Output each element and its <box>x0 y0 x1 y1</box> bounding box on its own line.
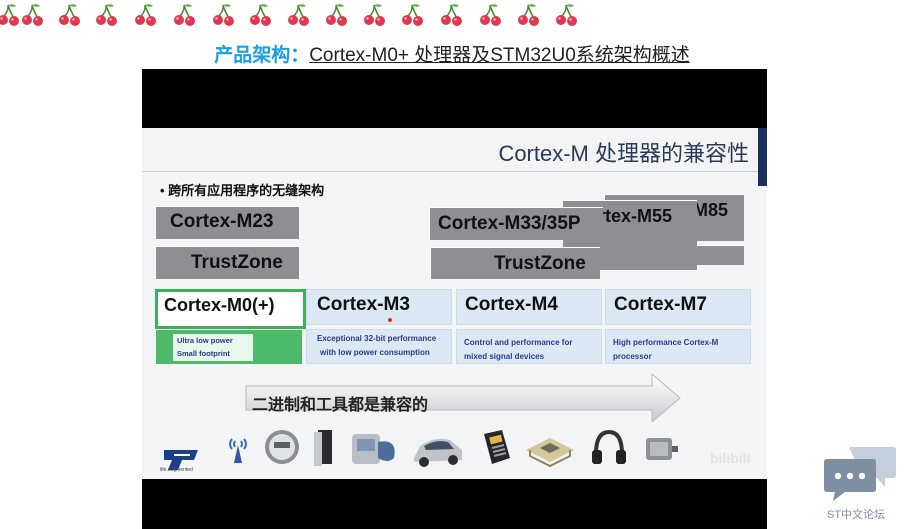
cherry-icon <box>22 4 43 26</box>
meter-icon <box>265 430 299 464</box>
core-desc-m7-line1: High performance Cortex-M <box>613 338 719 347</box>
title-prefix: 产品架构： <box>214 45 310 66</box>
core-box-m0: Cortex-M0(+) <box>155 289 306 329</box>
wireless-icon <box>229 438 247 463</box>
forum-label[interactable]: ST中文论坛 <box>827 509 886 521</box>
m33-box: Cortex-M33/35P <box>429 207 603 240</box>
core-desc-m0-label: Ultra low power Small footprint <box>173 334 253 361</box>
cherry-icon <box>402 4 423 26</box>
core-desc-m0-line2: Small footprint <box>177 349 230 358</box>
core-desc-m3-line1: Exceptional 32-bit performance <box>317 334 437 343</box>
cherry-icon <box>250 4 271 26</box>
video-player[interactable]: Cortex-M 处理器的兼容性 • 跨所有应用程序的无缝架构 Cortex-M… <box>142 69 767 529</box>
core-desc-m4-text: Control and performance for mixed signal … <box>464 336 572 364</box>
car-icon <box>414 438 462 467</box>
motor-icon <box>646 438 678 460</box>
cherry-icon <box>174 4 195 26</box>
core-desc-m3: Exceptional 32-bit performance with low p… <box>306 329 452 364</box>
payment-terminal-icon <box>484 430 510 464</box>
cherry-icon <box>556 4 577 26</box>
pc-tower-icon <box>314 430 332 466</box>
trustzone-left-label: TrustZone <box>191 252 283 273</box>
cherry-icon <box>326 4 347 26</box>
cherry-icon <box>59 4 80 26</box>
core-desc-m0-line1: Ultra low power <box>177 336 233 345</box>
m55-label: rtex-M55 <box>598 206 673 226</box>
chat-bubbles-icon[interactable] <box>823 445 897 503</box>
cherry-icon <box>518 4 539 26</box>
cherry-icon <box>0 4 19 26</box>
core-name-m0: Cortex-M0(+) <box>164 295 275 315</box>
pointer-dot <box>388 318 392 322</box>
core-desc-m0: Ultra low power Small footprint <box>156 330 302 364</box>
slide-title-divider <box>142 171 758 172</box>
core-name-m3: Cortex-M3 <box>317 294 410 315</box>
cherry-icon <box>480 4 501 26</box>
slide-title-accent-bar <box>758 128 767 186</box>
arrow-label: 二进制和工具都是兼容的 <box>252 397 429 414</box>
m85-label: M85 <box>693 200 729 220</box>
core-box-m7: Cortex-M7 <box>605 289 751 325</box>
core-box-m4: Cortex-M4 <box>456 289 602 325</box>
m33-label: Cortex-M33/35P <box>438 213 581 234</box>
core-box-m3: Cortex-M3 <box>306 289 452 325</box>
core-name-m4: Cortex-M4 <box>465 294 558 315</box>
core-desc-m7: High performance Cortex-M processor <box>605 329 751 364</box>
m23-box: Cortex-M23 <box>155 206 299 239</box>
trustzone-right-box: TrustZone <box>430 247 600 279</box>
st-logo <box>164 450 198 471</box>
m23-label: Cortex-M23 <box>170 211 274 232</box>
motherboard-icon <box>526 438 574 468</box>
core-desc-m3-text: Exceptional 32-bit performance with low p… <box>317 332 436 360</box>
video-watermark: bilibili <box>710 450 751 466</box>
trustzone-left-box: TrustZone <box>155 246 299 279</box>
slide-bullet: • 跨所有应用程序的无缝架构 <box>160 183 325 198</box>
compatibility-arrow <box>245 374 681 422</box>
core-desc-m4-line1: Control and performance for <box>464 338 573 347</box>
core-name-m7: Cortex-M7 <box>614 294 707 315</box>
slide-frame: Cortex-M 处理器的兼容性 • 跨所有应用程序的无缝架构 Cortex-M… <box>142 128 767 479</box>
core-desc-m4-line2: mixed signal devices <box>464 352 545 361</box>
st-logo-caption: life.augmented <box>160 467 193 473</box>
core-desc-m4: Control and performance for mixed signal … <box>456 329 602 364</box>
cherry-decoration-row <box>0 2 600 28</box>
cherry-icon <box>213 4 234 26</box>
blood-pressure-monitor-icon <box>352 434 395 464</box>
core-desc-m7-text: High performance Cortex-M processor <box>613 336 718 364</box>
trustzone-right-label: TrustZone <box>494 253 586 274</box>
headphones-icon <box>592 429 626 464</box>
slide-title: Cortex-M 处理器的兼容性 <box>498 141 749 166</box>
title-main: Cortex-M0+ 处理器及STM32U0系统架构概述 <box>309 45 690 66</box>
cherry-icon <box>364 4 385 26</box>
cherry-icon <box>135 4 156 26</box>
page-title: 产品架构：Cortex-M0+ 处理器及STM32U0系统架构概述 <box>0 40 904 67</box>
cherry-icon <box>441 4 462 26</box>
core-desc-m3-line2: with low power consumption <box>320 348 430 357</box>
cherry-icon <box>96 4 117 26</box>
cherry-icon <box>288 4 309 26</box>
core-desc-m7-line2: processor <box>613 352 652 361</box>
